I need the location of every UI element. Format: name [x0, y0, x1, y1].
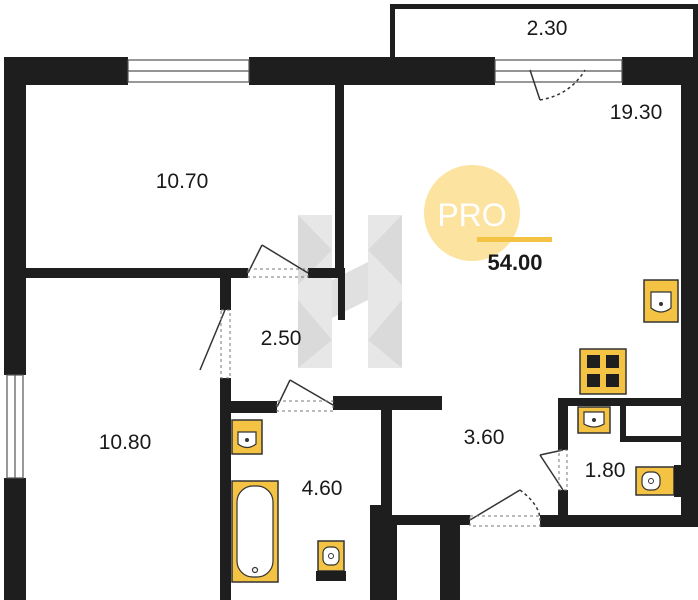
room-area-corridor: 2.50 — [261, 327, 302, 350]
kitchen-sink-icon — [643, 279, 679, 323]
door-balcony — [529, 69, 541, 101]
doors — [199, 69, 586, 527]
room-area-balcony: 2.30 — [527, 17, 568, 40]
room-area-hallway: 3.60 — [464, 426, 505, 449]
door-entrance — [469, 489, 521, 521]
watermark-logo — [298, 215, 402, 368]
total-area: 54.00 — [487, 250, 542, 275]
door-bedroom-top — [247, 244, 263, 274]
toilet-icon — [316, 540, 346, 581]
badge-accent-bar — [477, 237, 552, 242]
washbasin-icon — [231, 419, 263, 455]
door-bathroom — [276, 379, 291, 408]
badge-text: PRO — [437, 197, 506, 233]
wc-toilet-icon — [635, 465, 682, 497]
stove-icon — [579, 348, 627, 395]
walls — [4, 4, 698, 600]
room-area-bedroom-bottom: 10.80 — [99, 431, 152, 454]
bathtub-icon — [231, 480, 279, 583]
pro-badge: PRO — [424, 165, 552, 261]
room-area-bedroom-top: 10.70 — [156, 170, 209, 193]
room-area-living-kitchen: 19.30 — [610, 101, 663, 124]
wc-washbasin-icon — [577, 406, 611, 434]
door-wc — [539, 449, 564, 456]
room-area-bathroom: 4.60 — [302, 477, 343, 500]
room-area-wc: 1.80 — [585, 459, 626, 482]
windows — [6, 59, 623, 479]
